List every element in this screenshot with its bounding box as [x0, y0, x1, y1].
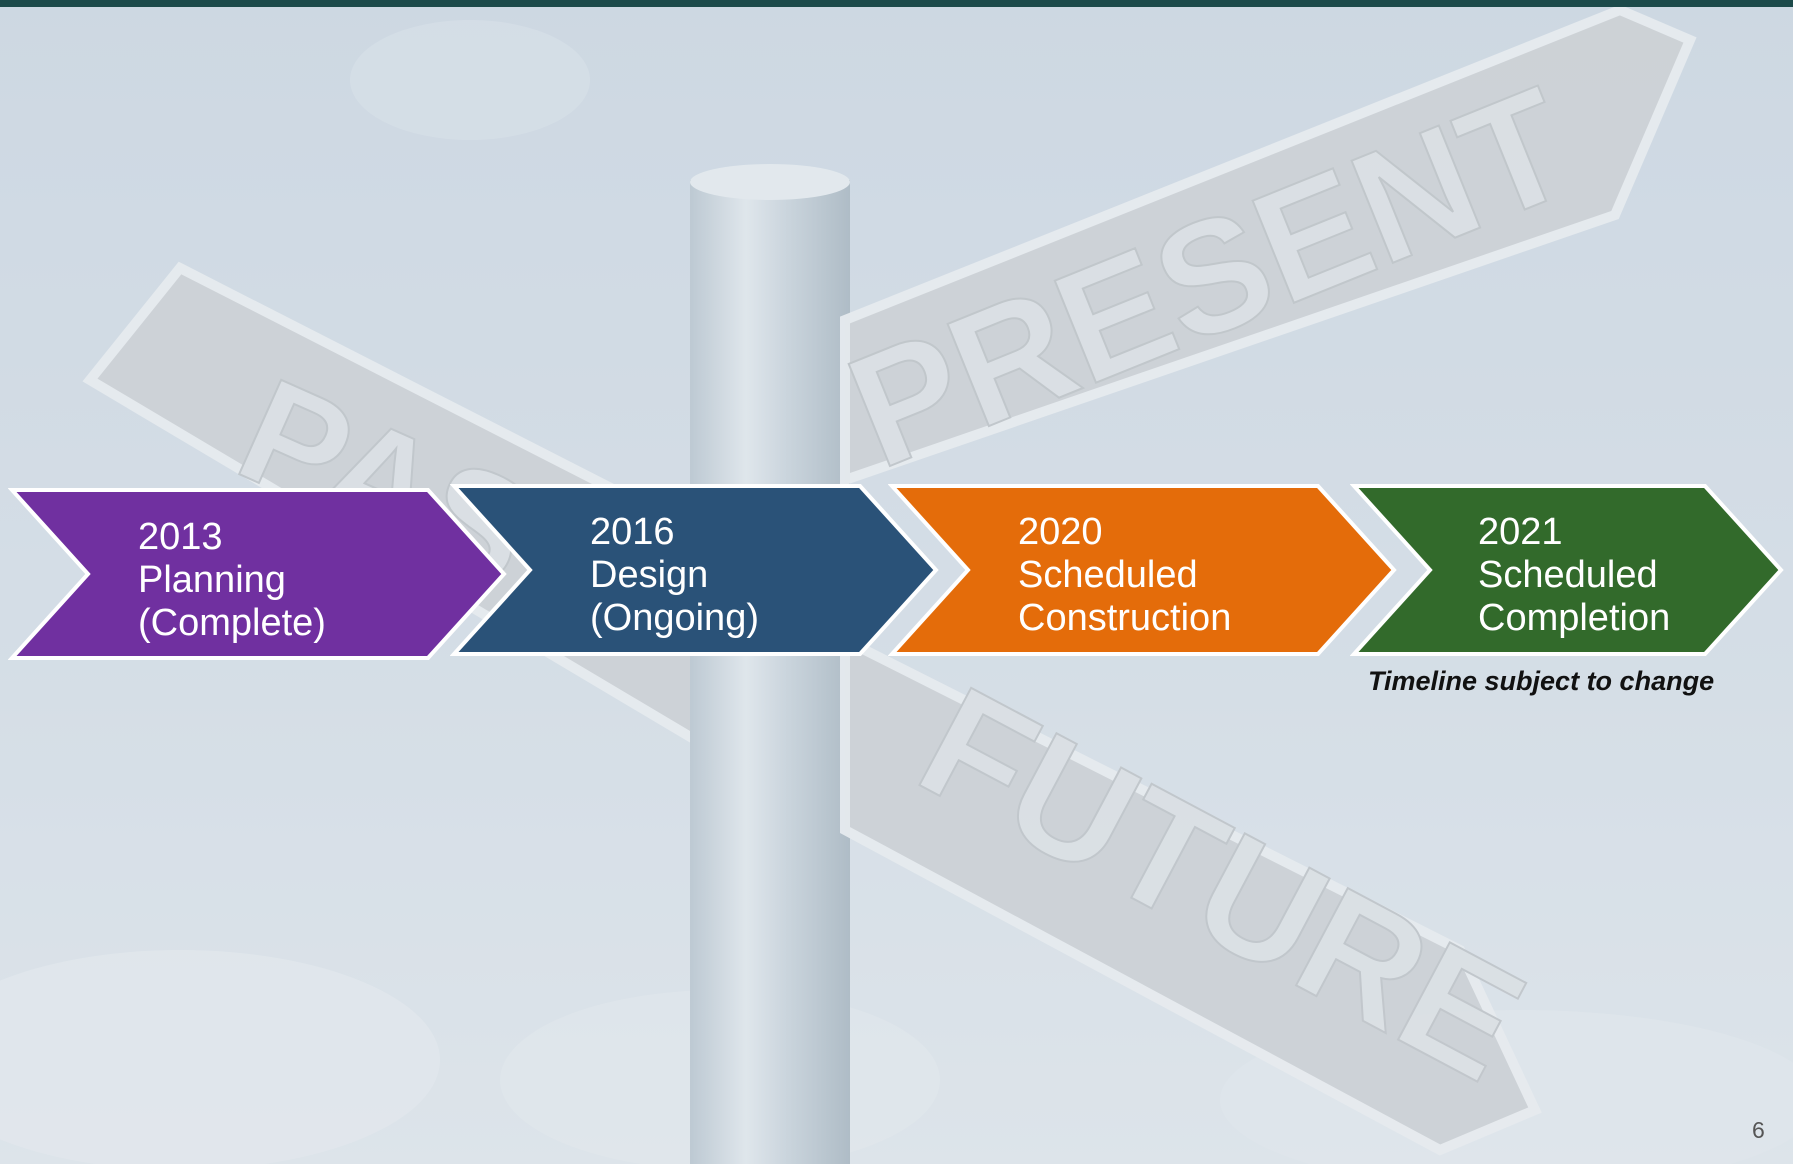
- step-status: (Ongoing): [590, 597, 759, 639]
- step-year: 2020: [1018, 511, 1103, 553]
- signpost-pole: [690, 180, 850, 1164]
- page-number: 6: [1752, 1117, 1765, 1143]
- chevron-shape: [1350, 484, 1784, 656]
- timeline-step-2021: 2021 Scheduled Completion: [1350, 482, 1785, 658]
- step-text: 2013 Planning (Complete): [138, 516, 326, 645]
- step-year: 2021: [1478, 511, 1563, 553]
- step-text: 2020 Scheduled Construction: [1018, 511, 1231, 640]
- step-year: 2016: [590, 511, 675, 553]
- top-bar: [0, 0, 1793, 7]
- step-status: (Complete): [138, 602, 326, 644]
- step-text: 2021 Scheduled Completion: [1478, 511, 1670, 640]
- timeline-step-2020: 2020 Scheduled Construction: [888, 482, 1398, 658]
- chevron-shape: [8, 488, 507, 660]
- step-label: Scheduled: [1018, 554, 1198, 596]
- timeline-step-2016: 2016 Design (Ongoing): [450, 482, 940, 658]
- timeline-step-2013: 2013 Planning (Complete): [8, 486, 508, 662]
- step-label: Planning: [138, 559, 286, 601]
- step-status: Construction: [1018, 597, 1232, 639]
- chevron-shape: [888, 484, 1397, 656]
- chevron-shape: [450, 484, 939, 656]
- step-label: Design: [590, 554, 709, 596]
- timeline-disclaimer: Timeline subject to change: [1368, 666, 1715, 696]
- step-status: Completion: [1478, 597, 1671, 639]
- step-text: 2016 Design (Ongoing): [590, 511, 759, 640]
- step-label: Scheduled: [1478, 554, 1658, 596]
- step-year: 2013: [138, 516, 223, 558]
